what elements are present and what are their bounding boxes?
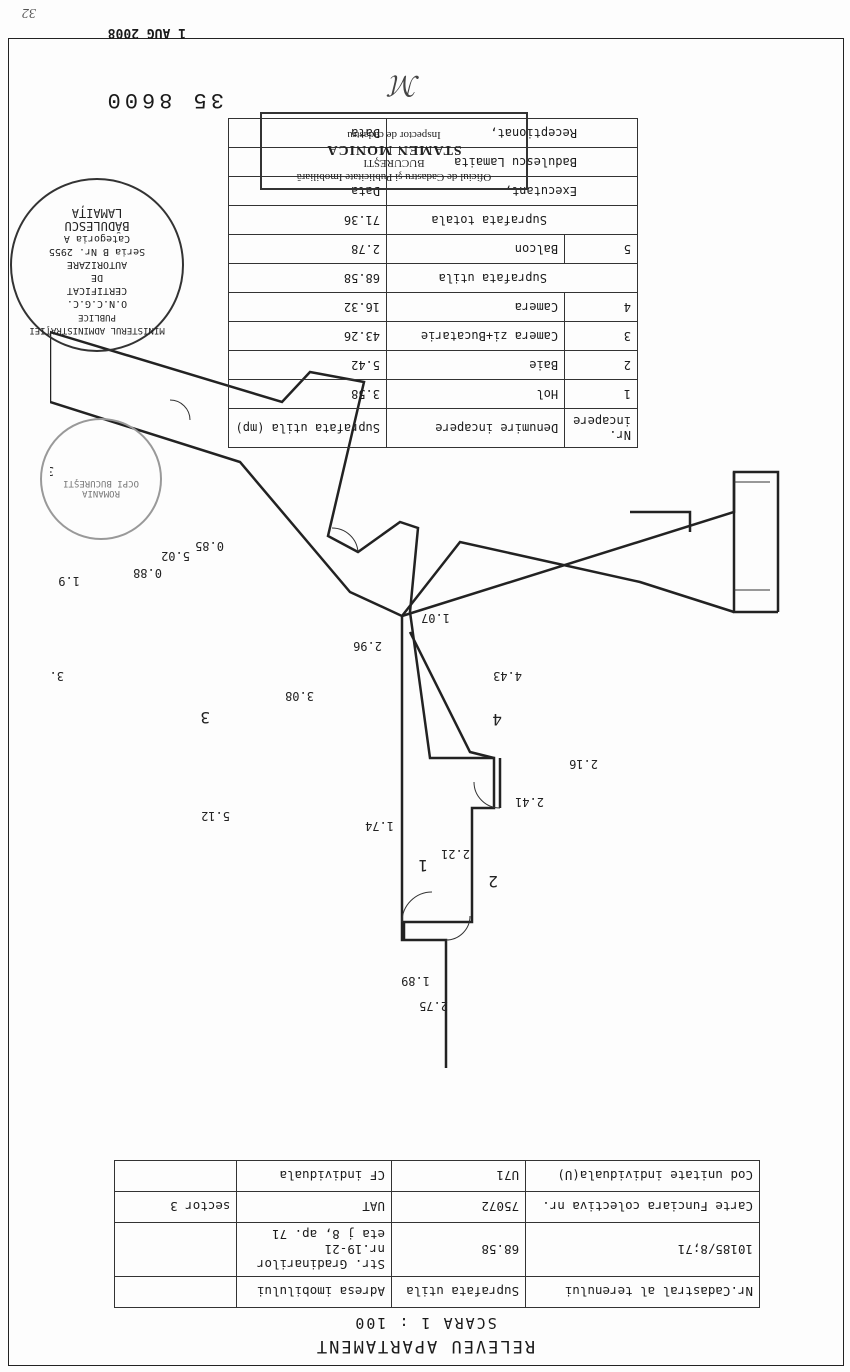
- room-name: Hol: [386, 379, 565, 409]
- plan-dim-2-21: 2.21: [441, 847, 470, 861]
- stamp-oncgc: O.N.C.G.C.: [66, 298, 128, 309]
- plan-dim-3-08: 3.08: [285, 689, 314, 703]
- plan-dim-5-12: 5.12: [201, 809, 230, 823]
- plan-room-3: 3: [200, 708, 210, 727]
- plan-dim-1-9: 1.9: [58, 574, 80, 588]
- plan-dim-2-16: 2.16: [569, 757, 598, 771]
- info-cell: [114, 1276, 237, 1308]
- romania-stamp-outer: ROMANIA: [82, 488, 120, 498]
- plan-dim-2-41: 2.41: [515, 795, 544, 809]
- plan-dim-4-43: 4.43: [493, 669, 522, 683]
- room-number: 5: [564, 234, 638, 264]
- room-area: 43.26: [228, 321, 387, 351]
- room-number: 3: [564, 321, 638, 351]
- room-number: 2: [564, 350, 638, 380]
- plan-dim-5-02: 5.02: [161, 549, 190, 563]
- registry-number: 35 8600: [103, 87, 224, 112]
- info-cell: [114, 1222, 237, 1277]
- stamp-series: Seria B Nr. 2955: [48, 246, 146, 257]
- room-area: 68.58: [228, 263, 387, 293]
- plan-dim-1-07: 1.07: [421, 611, 450, 625]
- stamp-ministry: MINISTERUL ADMINISTRAŢIEI PUBLICE: [29, 312, 165, 335]
- plan-dim-3-99: 3.99: [50, 669, 64, 683]
- plan-dim-1-74: 1.74: [365, 819, 394, 833]
- info-cell: Str. Gradinarilor nr.19-21 eta j 8, ap. …: [236, 1222, 392, 1277]
- room-name: Balcon: [386, 234, 565, 264]
- stamp-de: DE: [90, 272, 104, 283]
- plan-dim-3-17: 3.17: [50, 464, 54, 478]
- room-number: 4: [564, 292, 638, 322]
- stamp-inspector-name: STAMEN MONICA: [326, 142, 462, 157]
- info-cell: Adresa imobilului: [236, 1276, 392, 1308]
- plan-dim-2-75: 2.75: [419, 999, 448, 1013]
- info-cell: 68.58: [391, 1222, 526, 1277]
- room-summary-label: Suprafata totala: [386, 205, 638, 235]
- plan-dim-1-89: 1.89: [401, 974, 430, 988]
- room-name: Camera: [386, 292, 565, 322]
- stamp-inspector-role: Inspector de cadastru: [347, 129, 441, 141]
- corner-note: 32: [22, 5, 36, 20]
- floor-plan: 2.75 1.89 2.21 2 1 1.74 3.08 5.12 3.99 3…: [50, 330, 780, 1068]
- stamp-office: Oficiul de Cadastru şi Publicitate Imobi…: [296, 171, 492, 183]
- info-cell: UAT: [236, 1191, 392, 1223]
- room-area: 5.42: [228, 350, 387, 380]
- inspector-stamp: Oficiul de Cadastru şi Publicitate Imobi…: [260, 112, 528, 190]
- room-area: 16.32: [228, 292, 387, 322]
- plan-dim-2-96: 2.96: [353, 639, 382, 653]
- romania-round-stamp: ROMANIA OCPI BUCUREŞTI: [40, 418, 162, 540]
- inspector-signature: ℳ: [390, 69, 420, 100]
- stamp-city: BUCUREŞTI: [363, 157, 425, 169]
- plan-room-1: 1: [418, 856, 428, 875]
- room-area: 3.58: [228, 379, 387, 409]
- info-cell: sector 3: [114, 1191, 237, 1223]
- stamp-holder-firstname: LAMAIȚA: [71, 206, 123, 220]
- scale-label: SCARA 1 : 100: [353, 1314, 497, 1332]
- document-title: RELEVEU APARTAMENT: [314, 1336, 536, 1356]
- plan-dim-0-85: 0.85: [195, 539, 224, 553]
- date-stamp: 1 AUG 2008: [107, 25, 186, 40]
- plan-room-4: 4: [492, 710, 502, 729]
- stamp-holder-surname: BĂDULESCU: [64, 219, 130, 233]
- authorization-stamp: MINISTERUL ADMINISTRAŢIEI PUBLICE O.N.C.…: [10, 178, 184, 352]
- room-name: Camera zi+Bucatarie: [386, 321, 565, 351]
- room-area: 71.36: [228, 205, 387, 235]
- romania-stamp-center: OCPI BUCUREŞTI: [63, 478, 139, 488]
- rooms-header-cell: Denumire incapere: [386, 408, 565, 448]
- stamp-authorization: AUTORIZARE: [66, 259, 128, 270]
- room-number: 1: [564, 379, 638, 409]
- info-cell: 75072: [391, 1191, 526, 1223]
- stamp-certificate: CERTIFICAT: [66, 285, 128, 296]
- info-cell: 10185/8;71: [525, 1222, 760, 1277]
- stamp-category: Categoria A: [63, 233, 131, 244]
- rooms-header-cell: Suprafata utila (mp): [228, 408, 387, 448]
- rooms-header-cell: Nr. incapere: [564, 408, 638, 448]
- room-summary-label: Suprafata utila: [386, 263, 638, 293]
- info-cell: Nr.Cadastral al terenului: [525, 1276, 760, 1308]
- room-area: 2.78: [228, 234, 387, 264]
- plan-dim-0-88: 0.88: [133, 566, 162, 580]
- plan-room-2: 2: [488, 872, 498, 891]
- info-cell: Carte Funciara colectiva nr.: [525, 1191, 760, 1223]
- room-name: Baie: [386, 350, 565, 380]
- info-cell: Suprafata utila: [391, 1276, 526, 1308]
